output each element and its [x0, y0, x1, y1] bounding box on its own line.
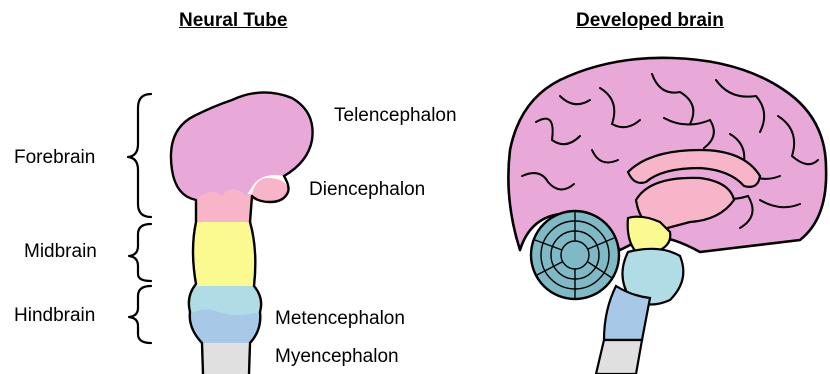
- spinal-cord: [596, 340, 642, 374]
